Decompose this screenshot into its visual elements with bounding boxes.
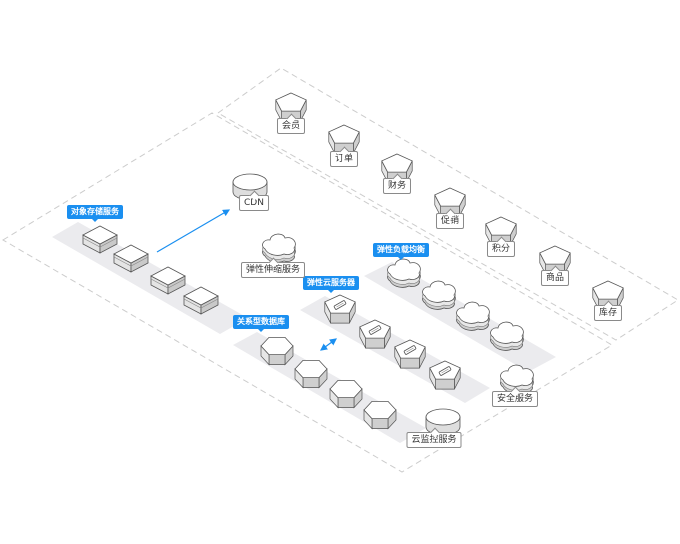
region-cloud-infrastructure [2, 112, 613, 473]
elb-node-4 cloud-icon[interactable] [490, 321, 524, 351]
oss-node-4 box-icon[interactable] [183, 286, 219, 315]
label-stock[interactable]: 库存 [593, 305, 623, 321]
connection-oss-to-cdn [156, 209, 231, 253]
ecs-node-4 server-pentagon-icon[interactable] [429, 360, 461, 390]
tag-oss: 对象存储服务 [67, 205, 123, 222]
elb-node-1 cloud-icon[interactable] [387, 258, 421, 288]
elb-node-3 cloud-icon[interactable] [456, 301, 490, 331]
connection-rds-ecs [320, 338, 337, 351]
rds-node-3 hexagon-icon[interactable] [329, 379, 363, 409]
label-points[interactable]: 积分 [486, 241, 516, 257]
oss-node-2 box-icon[interactable] [113, 244, 149, 273]
elb-node-2 cloud-icon[interactable] [422, 280, 456, 310]
label-security[interactable]: 安全服务 [491, 391, 539, 407]
platform-oss [52, 222, 248, 334]
module-finance pentagon-icon[interactable] [381, 153, 413, 183]
oss-node-3 box-icon[interactable] [150, 266, 186, 295]
oss-node-1 box-icon[interactable] [82, 225, 118, 254]
ecs-node-1 server-pentagon-icon[interactable] [324, 294, 356, 324]
tag-rds: 关系型数据库 [233, 315, 289, 332]
rds-node-2 hexagon-icon[interactable] [294, 359, 328, 389]
region-application [217, 67, 679, 341]
label-finance[interactable]: 财务 [382, 178, 412, 194]
label-promo[interactable]: 促销 [435, 213, 465, 229]
label-autoscale[interactable]: 弹性伸缩服务 [240, 262, 306, 278]
security-node cloud-icon[interactable] [500, 364, 534, 394]
ecs-node-3 server-pentagon-icon[interactable] [394, 339, 426, 369]
label-goods[interactable]: 商品 [540, 270, 570, 286]
label-order[interactable]: 订单 [329, 151, 359, 167]
label-monitor[interactable]: 云监控服务 [406, 432, 462, 448]
autoscale-node cloud-icon[interactable] [262, 233, 296, 263]
label-cdn[interactable]: CDN [239, 195, 269, 211]
tag-elb: 弹性负载均衡 [373, 243, 429, 260]
tag-ecs: 弹性云服务器 [303, 276, 359, 293]
label-member[interactable]: 会员 [276, 118, 306, 134]
rds-node-4 hexagon-icon[interactable] [363, 400, 397, 430]
rds-node-1 hexagon-icon[interactable] [260, 336, 294, 366]
ecs-node-2 server-pentagon-icon[interactable] [359, 319, 391, 349]
